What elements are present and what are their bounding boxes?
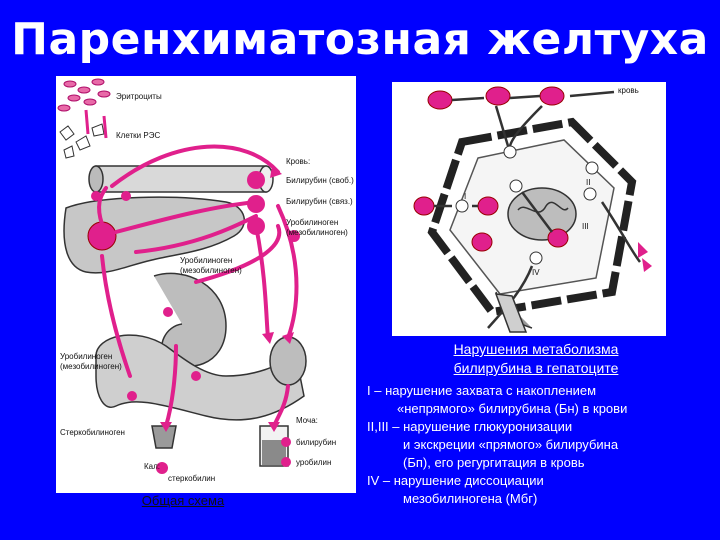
hepatocyte-illustration (413, 86, 652, 333)
blood-vessel-icon (88, 165, 274, 193)
label-mesobilinogen-blood: (мезобилиноген) (286, 228, 348, 237)
res-cells-icon (59, 123, 105, 159)
nucleus-icon (507, 187, 577, 241)
label-urobilinogen-blood: Уробилиноген (286, 218, 339, 227)
label-defect-i: I (464, 192, 467, 201)
label-defect-iv: IV (532, 268, 540, 277)
legend-line-7: мезобилиногена (Мбг) (403, 491, 538, 506)
label-stercobilin: стеркобилин (168, 474, 216, 483)
general-scheme-caption: Общая схема (141, 493, 225, 508)
label-urine-urobilin: уробилин (296, 458, 332, 467)
legend-line-6: IV – нарушение диссоциации (367, 473, 544, 488)
label-bilirubin-free: Билирубин (своб.) (286, 176, 354, 185)
label-bilirubin-bound: Билирубин (связ.) (286, 197, 353, 206)
legend: I – нарушение захвата с накоплением «неп… (367, 382, 717, 508)
label-blood: Кровь: (286, 157, 311, 166)
hepatocyte-outline (427, 117, 637, 317)
label-hepatocyte-blood: кровь (618, 86, 639, 95)
label-urine-bilirubin: билирубин (296, 438, 337, 447)
hepatocyte-heading: Нарушения метаболизма билирубина в гепат… (410, 340, 662, 378)
legend-line-1: I – нарушение захвата с накоплением (367, 383, 597, 398)
legend-line-4: и экскреции «прямого» билирубина (403, 437, 619, 452)
label-stercobilinogen: Стеркобилиноген (60, 428, 125, 437)
label-erythrocytes: Эритроциты (116, 92, 162, 101)
hepatocyte-heading-line1: Нарушения метаболизма (453, 341, 619, 357)
general-scheme-illustration (57, 78, 307, 474)
general-scheme-panel: Эритроциты Клетки РЭС Кровь: Билирубин (… (56, 76, 356, 493)
label-urobilinogen-mid: Уробилиноген (180, 256, 233, 265)
legend-line-3: II,III – нарушение глюкуронизации (367, 419, 573, 434)
label-defect-iii: III (582, 222, 589, 231)
label-defect-ii: II (586, 178, 591, 187)
liver-icon (63, 196, 245, 274)
hepatocyte-panel: кровь I II III IV (392, 82, 666, 336)
label-feces: Кал: (144, 462, 160, 471)
legend-line-5: (Бп), его регургитация в кровь (403, 455, 585, 470)
kidney-icon (269, 336, 307, 386)
legend-line-2: «непрямого» билирубина (Бн) в крови (397, 401, 628, 416)
label-urobilinogen-low: Уробилиноген (60, 352, 113, 361)
erythrocytes-icon (57, 78, 111, 112)
label-mesobilinogen-mid: (мезобилиноген) (180, 266, 242, 275)
label-mesobilinogen-low: (мезобилиноген) (60, 362, 122, 371)
page-title: Паренхиматозная желтуха (11, 14, 709, 65)
label-res-cells: Клетки РЭС (116, 131, 161, 140)
label-urine: Моча: (296, 416, 318, 425)
hepatocyte-heading-line2: билирубина в гепатоците (453, 360, 619, 376)
bilirubin-markers (91, 171, 300, 474)
feces-cup-icon (151, 425, 177, 449)
